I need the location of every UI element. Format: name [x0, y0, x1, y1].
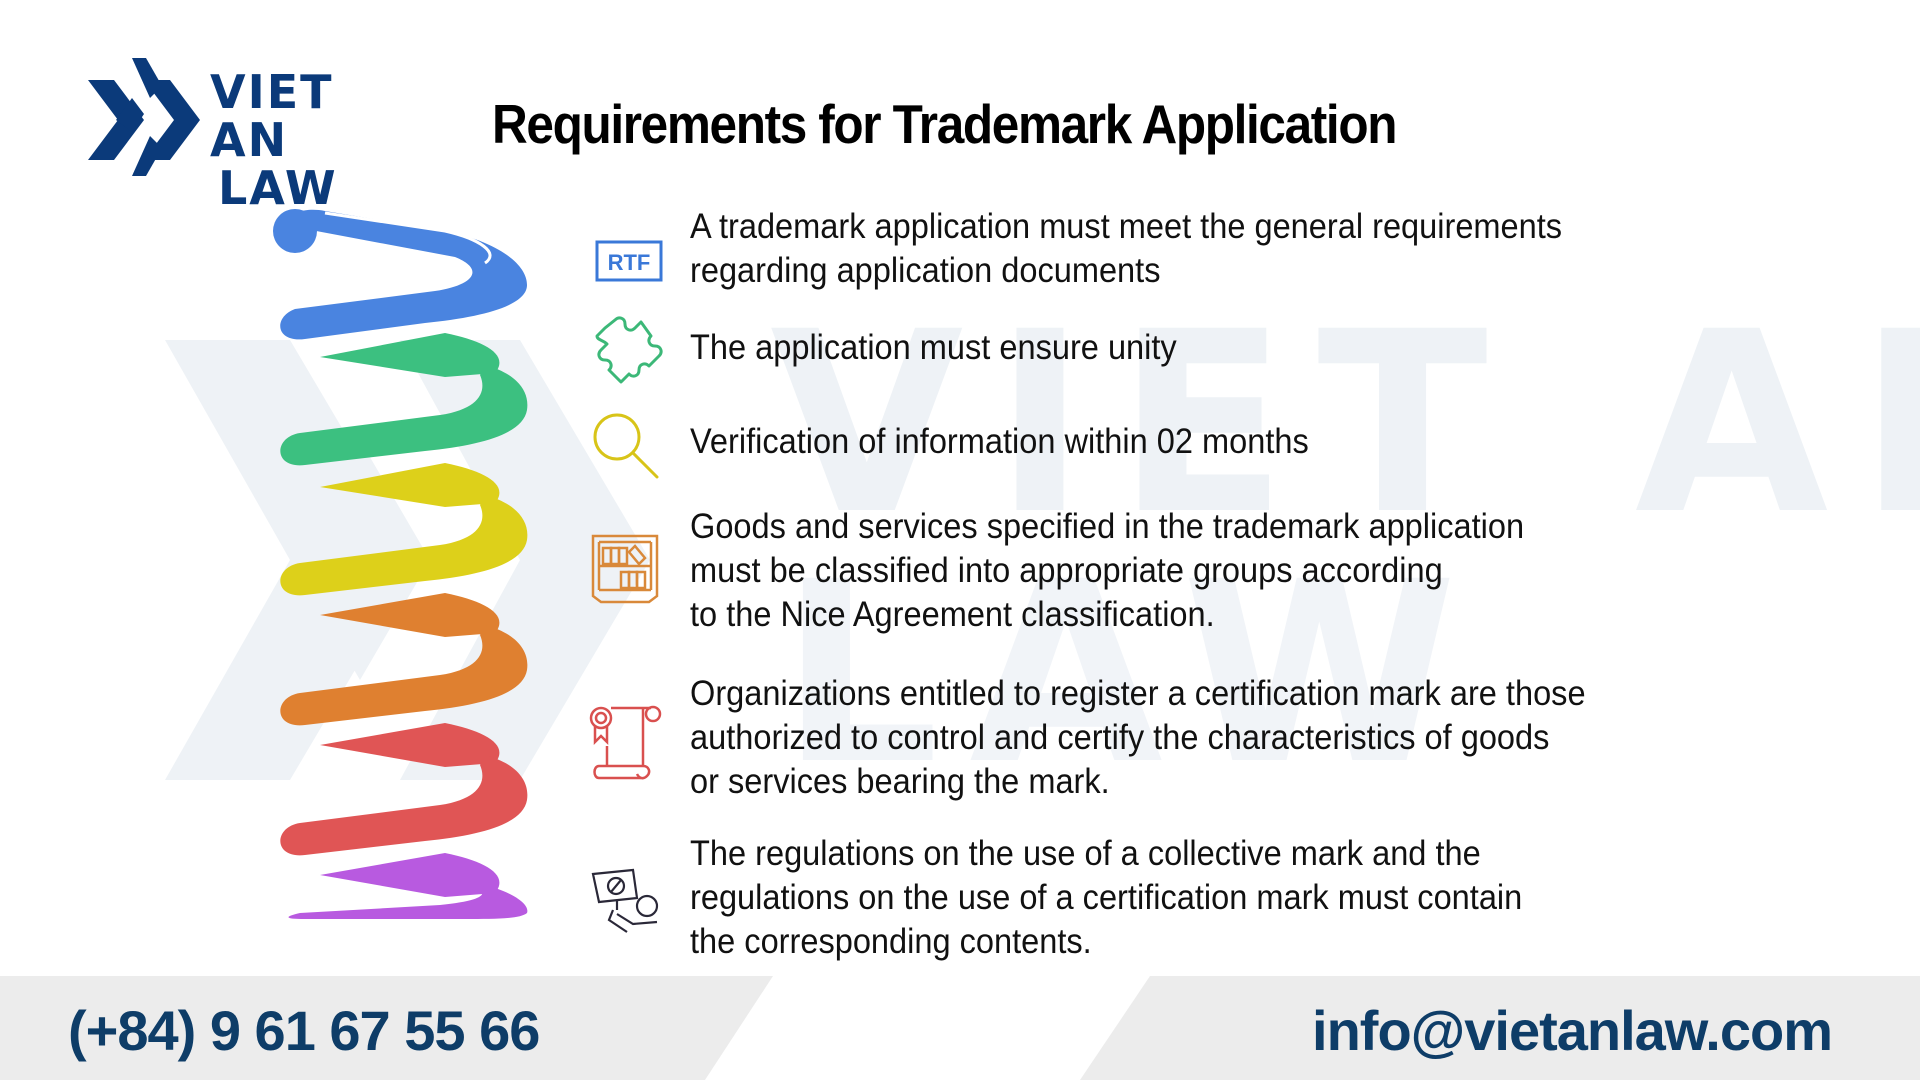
requirement-6-line-3: the corresponding contents. — [690, 922, 1092, 961]
requirement-4-line-2: must be classified into appropriate grou… — [690, 551, 1443, 590]
requirement-5-line-1: Organizations entitled to register a cer… — [690, 674, 1586, 713]
phone-number[interactable]: (+84) 9 61 67 55 66 — [68, 999, 540, 1062]
rtf-file-icon: RTF — [595, 240, 663, 282]
rainbow-spiral-graphic — [273, 209, 528, 919]
requirement-text-3: Verification of information within 02 mo… — [690, 420, 1309, 464]
requirement-text-5: Organizations entitled to register a cer… — [690, 672, 1586, 804]
email-address[interactable]: info@vietanlaw.com — [1312, 999, 1833, 1062]
logo-line-2: LAW — [218, 161, 338, 215]
requirement-4-line-3: to the Nice Agreement classification. — [690, 595, 1215, 634]
puzzle-piece-icon — [595, 316, 663, 384]
requirement-2-line-1: The application must ensure unity — [690, 328, 1177, 367]
spiral-coil-purple — [288, 853, 528, 919]
spiral-coil-blue — [273, 209, 527, 340]
page-title: Requirements for Trademark Application — [492, 93, 1397, 155]
certificate-scroll-icon — [589, 705, 662, 780]
requirement-text-4: Goods and services specified in the trad… — [690, 505, 1524, 637]
svg-text:RTF: RTF — [608, 250, 651, 275]
requirement-1-line-1: A trademark application must meet the ge… — [690, 207, 1563, 246]
spiral-coil-red — [280, 723, 528, 856]
requirement-6-line-2: regulations on the use of a certificatio… — [690, 878, 1523, 917]
requirement-3-line-1: Verification of information within 02 mo… — [690, 422, 1309, 461]
logo-text: VIET AN LAW — [210, 68, 408, 212]
spiral-coil-yellow — [280, 463, 528, 596]
bookshelf-icon — [591, 534, 659, 604]
requirement-text-6: The regulations on the use of a collecti… — [690, 832, 1522, 964]
logo-mark-icon — [88, 58, 200, 176]
requirement-4-line-1: Goods and services specified in the trad… — [690, 507, 1525, 546]
spiral-coil-green — [280, 333, 528, 466]
requirement-5-line-3: or services bearing the mark. — [690, 762, 1110, 801]
spiral-coil-orange — [280, 593, 528, 726]
contact-footer: (+84) 9 61 67 55 66 info@vietanlaw.com — [0, 976, 1920, 1080]
requirement-6-line-1: The regulations on the use of a collecti… — [690, 834, 1481, 873]
protest-sign-icon — [591, 868, 659, 933]
requirement-text-1: A trademark application must meet the ge… — [690, 205, 1562, 293]
magnifying-glass-icon — [593, 413, 659, 479]
requirement-5-line-2: authorized to control and certify the ch… — [690, 718, 1550, 757]
footer-background — [0, 976, 1920, 1080]
vietan-law-logo: VIET AN LAW — [88, 58, 408, 212]
requirement-1-line-2: regarding application documents — [690, 251, 1161, 290]
requirement-text-2: The application must ensure unity — [690, 326, 1177, 370]
logo-line-1: VIET AN — [210, 65, 334, 167]
